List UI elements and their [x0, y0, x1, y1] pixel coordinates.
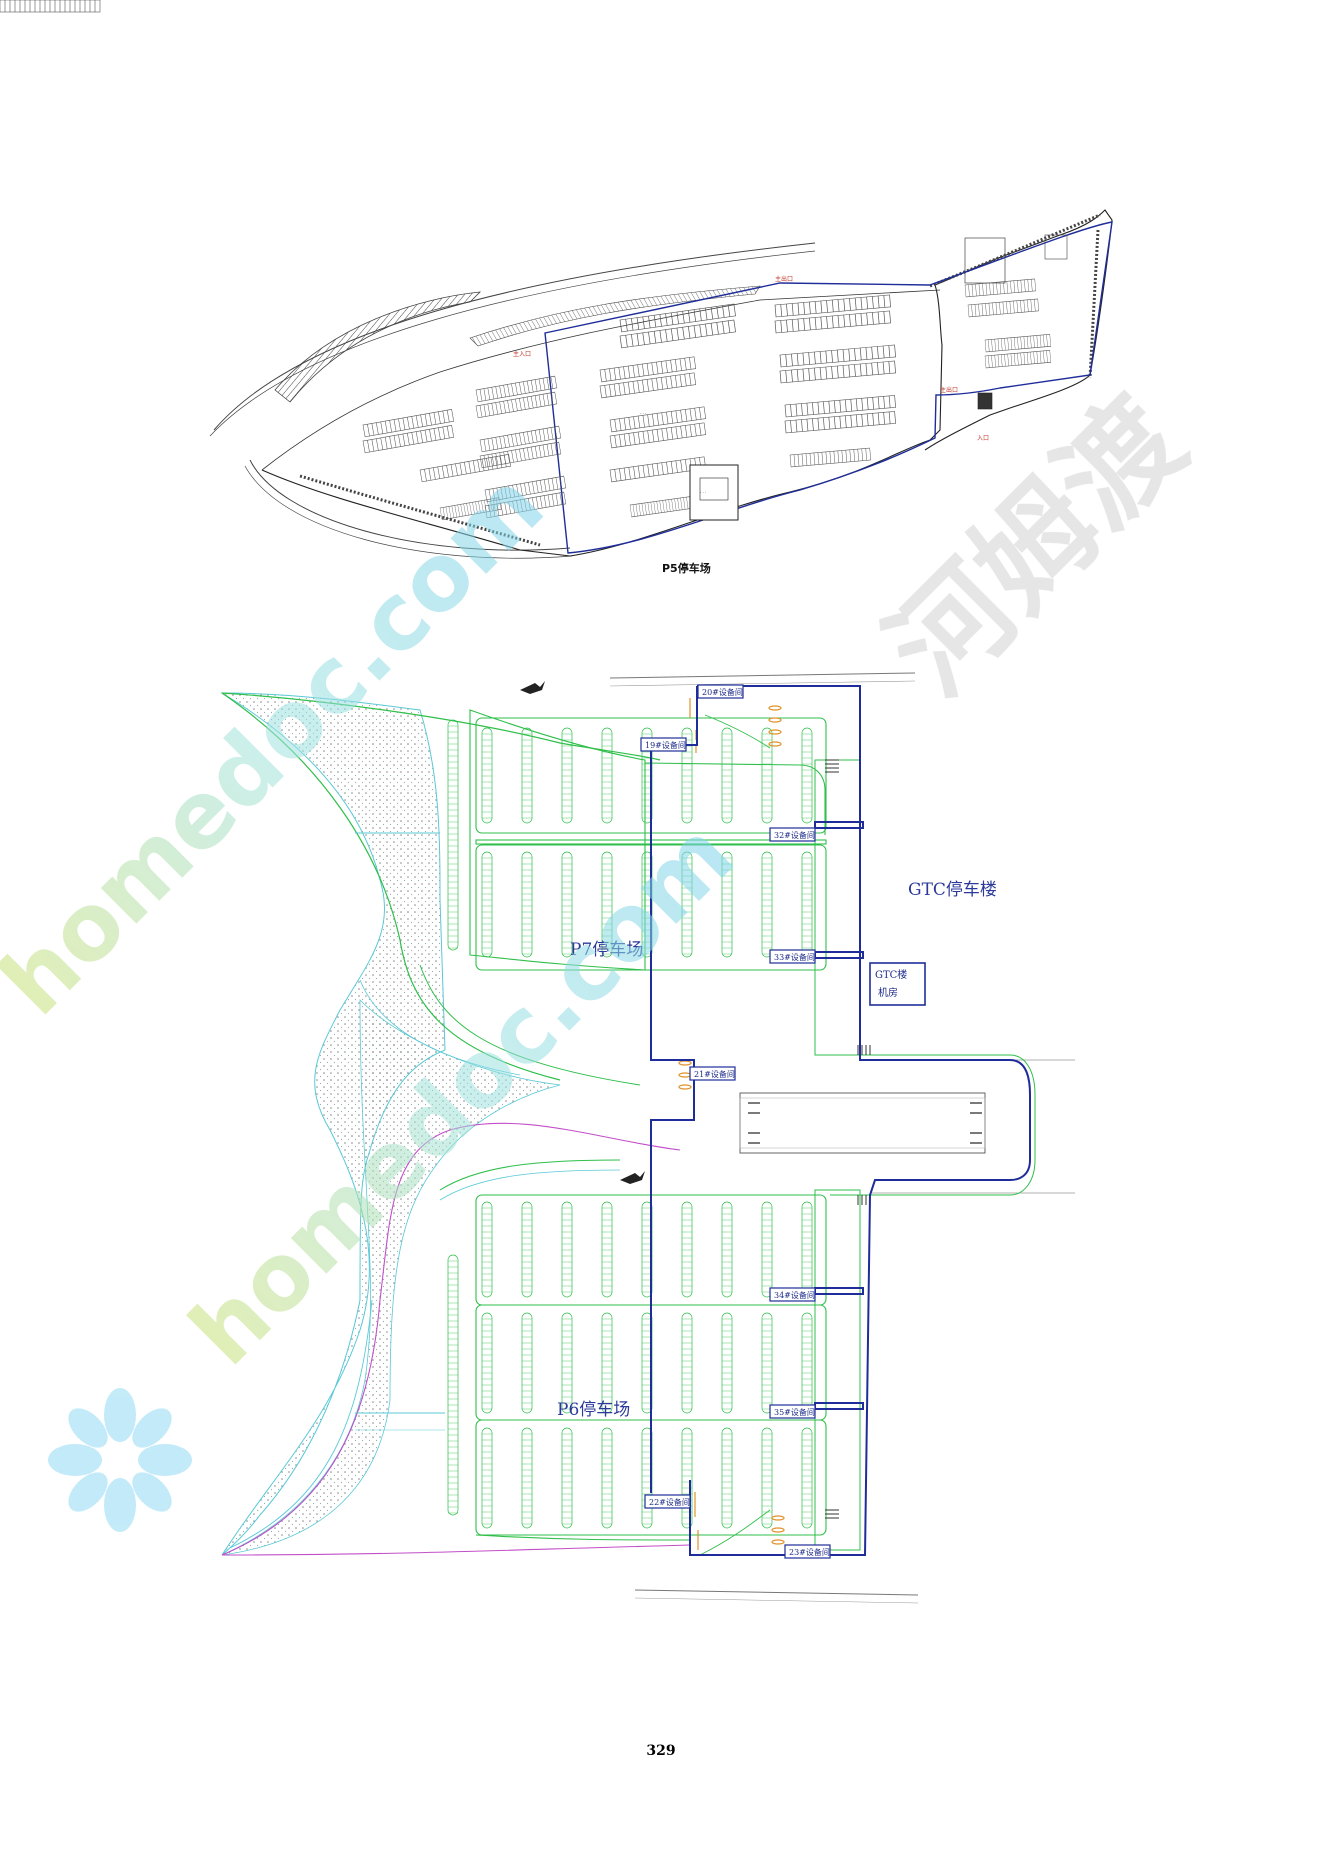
- parking-stall-column: [681, 727, 693, 824]
- parking-stall-column: [481, 727, 493, 824]
- parking-stall-column: [721, 1201, 733, 1298]
- room-34-label: 34#设备间: [774, 1290, 815, 1300]
- watermark-cn: 河姆渡: [862, 372, 1210, 720]
- parking-stall-column: [561, 851, 573, 958]
- parking-stall-column: [481, 851, 493, 958]
- room-33-label: 33#设备间: [774, 952, 815, 962]
- room-20-label: 20#设备间: [702, 687, 743, 697]
- p5-main-entrance-label: 主入口: [513, 350, 531, 358]
- parking-stall-column: [561, 1201, 573, 1298]
- parking-stall-column: [761, 727, 773, 824]
- p5-stall-blocks: [0, 0, 101, 13]
- p5-caption: P5停车场: [662, 561, 711, 575]
- parking-stall-column: [601, 1201, 613, 1298]
- svg-text:· · ·: · · ·: [640, 411, 646, 416]
- parking-stall-column: [601, 727, 613, 824]
- parking-stall-column: [561, 1312, 573, 1414]
- parking-stall-column: [801, 1312, 813, 1414]
- parking-stall-column: [521, 727, 533, 824]
- parking-stall-column: [681, 1427, 693, 1529]
- parking-stall-column: [761, 1312, 773, 1414]
- p5-exit-label-2: 主出口: [940, 386, 958, 394]
- parking-stall-column: [721, 1312, 733, 1414]
- parking-stall-column: [761, 1201, 773, 1298]
- room-21-label: 21#设备间: [694, 1069, 735, 1079]
- parking-stall-column: [447, 719, 459, 951]
- svg-text:· · ·: · · ·: [700, 490, 706, 495]
- room-35-label: 35#设备间: [774, 1407, 815, 1417]
- gtc-building-label: GTC停车楼: [908, 880, 997, 900]
- parking-stall-column: [601, 1427, 613, 1529]
- parking-stall-column: [801, 1427, 813, 1529]
- room-32-label: 32#设备间: [774, 830, 815, 840]
- p6-p7-plan: 19#设备间 20#设备间 21#设备间 22#设备间 23#设备间 32#设备…: [220, 672, 1075, 1604]
- watermark: homedoc.com homedoc.com 河姆渡: [0, 372, 1210, 1386]
- p6-lot-label: P6停车场: [557, 1400, 630, 1420]
- gtc-machine-room-box: [869, 962, 926, 1006]
- p7-lot-label: P7停车场: [570, 940, 643, 960]
- parking-stall-column: [601, 851, 613, 958]
- parking-stall-column: [721, 727, 733, 824]
- north-arrow-icon: [520, 681, 645, 1184]
- parking-stall-column: [521, 1201, 533, 1298]
- blue-route-lines: [650, 685, 1031, 1556]
- parking-stall-column: [801, 851, 813, 958]
- parking-stall-column: [721, 851, 733, 958]
- page-number: 329: [646, 1743, 675, 1759]
- parking-stall-column: [721, 1427, 733, 1529]
- parking-stall-column: [561, 727, 573, 824]
- watermark-latin-2: homedoc.com: [170, 801, 754, 1385]
- room-23-label: 23#设备间: [789, 1547, 830, 1557]
- p5-main-exit-label: 主出口: [775, 275, 793, 283]
- p5-entrance-label: 入口: [977, 435, 989, 442]
- parking-stall-column: [521, 1427, 533, 1529]
- parking-stall-column: [681, 851, 693, 958]
- parking-stall-column: [681, 1201, 693, 1298]
- transit-bay: [739, 1092, 986, 1154]
- p5-plan: · · · · · · 主入口 主出口 入口 主出口 P5停车场: [0, 0, 1113, 575]
- equipment-room-labels: 19#设备间 20#设备间 21#设备间 22#设备间 23#设备间 32#设备…: [640, 684, 831, 1559]
- parking-stall-column: [601, 1312, 613, 1414]
- parking-stall-column: [521, 1312, 533, 1414]
- watermark-latin-1: homedoc.com: [0, 451, 564, 1035]
- parking-stall-column: [481, 1201, 493, 1298]
- room-19-label: 19#设备间: [645, 740, 686, 750]
- gtc-room-line1: GTC楼: [875, 968, 907, 981]
- parking-stall-column: [481, 1427, 493, 1529]
- parking-stall-column: [681, 1312, 693, 1414]
- flower-logo-icon: [48, 1388, 192, 1532]
- parking-stall-column: [561, 1427, 573, 1529]
- parking-stall-column: [481, 1312, 493, 1414]
- parking-stall-column: [801, 1201, 813, 1298]
- room-22-label: 22#设备间: [649, 1497, 690, 1507]
- parking-stall-column: [801, 727, 813, 824]
- parking-stall-column: [521, 851, 533, 958]
- parking-stall-column: [447, 1254, 459, 1516]
- parking-stall-column: [761, 1427, 773, 1529]
- parking-stall-column: [761, 851, 773, 958]
- gtc-room-line2: 机房: [878, 986, 898, 999]
